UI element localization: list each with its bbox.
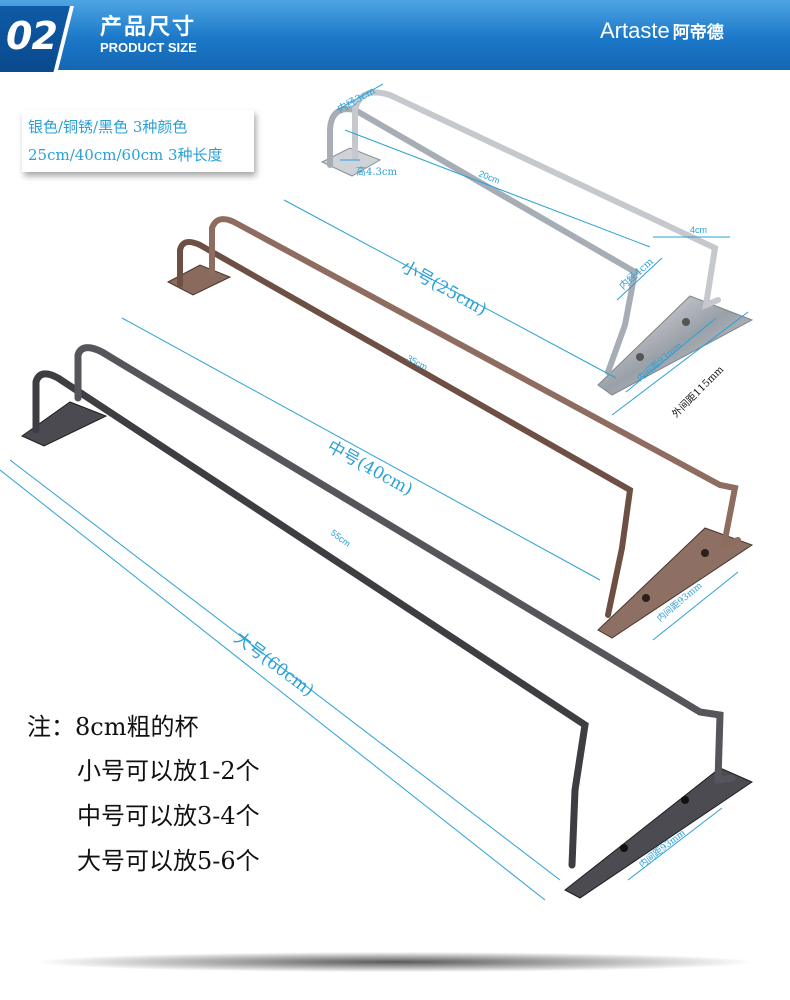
dimension-lines (0, 83, 749, 901)
spec-lengths: 25cm/40cm/60cm 3种长度 (28, 146, 223, 164)
screw-hole (620, 844, 628, 852)
silver-rack (320, 89, 754, 396)
dim-line-20cm (344, 129, 651, 248)
copper-rack-back-bar (177, 238, 634, 618)
label-small-size: 小号(25cm) (398, 257, 490, 320)
label-length-55: 55cm (329, 528, 353, 549)
black-rack (21, 344, 754, 899)
floor-shadow (40, 952, 750, 972)
silver-rack-right-plate (597, 295, 754, 396)
dim-line-outer-spacing (611, 311, 749, 416)
note-medium-capacity: 中号可以放3-4个 (77, 802, 260, 830)
dim-line-35cm (121, 317, 601, 581)
label-height: 高4.3cm (356, 165, 398, 178)
dim-line-inner-spacing-medium (652, 571, 739, 641)
section-number: 02 (6, 14, 58, 58)
spec-summary-box: 银色/铜锈/黑色 3种颜色 25cm/40cm/60cm 3种长度 (22, 110, 254, 172)
black-rack-left-plate (21, 401, 108, 447)
dim-line-55cm (9, 459, 561, 881)
section-title-en: PRODUCT SIZE (100, 40, 197, 55)
screw-hole (682, 318, 690, 326)
label-inner-diameter-side: 内经4cm (616, 254, 656, 292)
note-title: 注：8cm粗的杯 (27, 713, 199, 741)
screw-hole (681, 796, 689, 804)
header-bar (0, 0, 790, 70)
capacity-notes: 注：8cm粗的杯 小号可以放1-2个 中号可以放3-4个 大号可以放5-6个 (27, 705, 260, 884)
brand-name-cn: 阿帝德 (672, 23, 724, 42)
black-rack-front-bar (74, 344, 736, 785)
silver-rack-back-bar (327, 106, 639, 375)
screw-hole (636, 353, 644, 361)
dim-line-inner-spacing-small (625, 317, 717, 393)
screw-hole (701, 549, 709, 557)
screw-hole (642, 594, 650, 602)
copper-rack-right-plate (597, 527, 754, 639)
silver-rack-left-plate (320, 147, 382, 177)
copper-rack (166, 216, 754, 639)
dim-line-large (0, 469, 546, 901)
brand-name: Artaste (600, 18, 670, 43)
section-title-cn: 产品尺寸 (100, 15, 197, 40)
spec-colors: 银色/铜锈/黑色 3种颜色 (28, 118, 188, 136)
label-depth-4: 4cm (690, 225, 707, 235)
label-large-size: 大号(60cm) (230, 628, 318, 701)
note-small-capacity: 小号可以放1-2个 (77, 757, 260, 785)
copper-rack-front-bar (209, 216, 741, 550)
dim-line-small (283, 199, 617, 379)
black-rack-back-bar (32, 370, 589, 869)
black-rack-right-plate (564, 767, 754, 899)
dim-line-inner-spacing-large (627, 807, 723, 881)
dim-line-inner-diameter-top (336, 83, 384, 111)
dim-line-inner-diameter-side (616, 257, 663, 301)
label-outer-spacing: 外间距115mm (669, 362, 727, 420)
note-large-capacity: 大号可以放5-6个 (77, 847, 260, 875)
silver-rack-front-bar (352, 89, 721, 310)
